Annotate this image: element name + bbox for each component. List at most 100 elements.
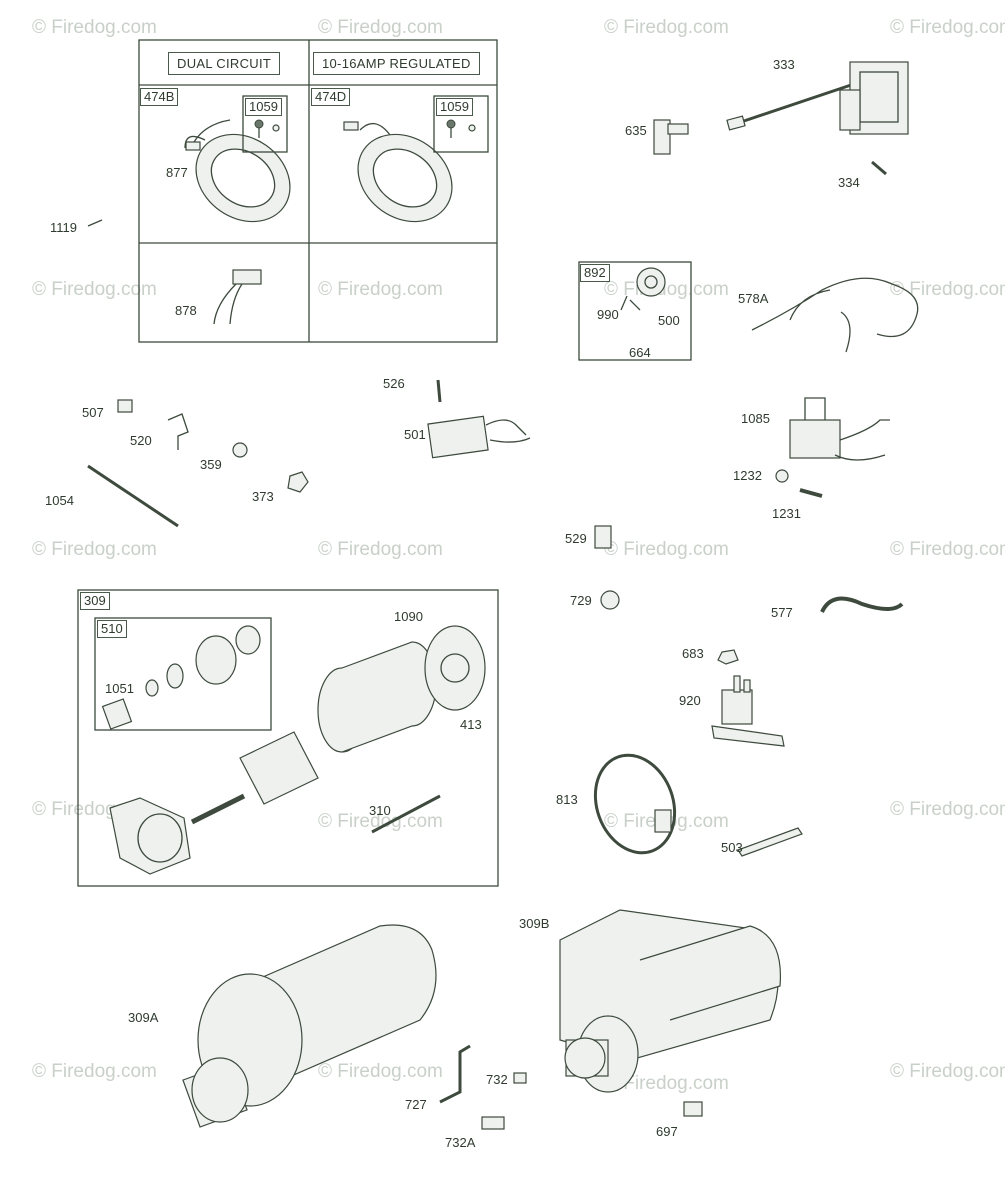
bolt-310-shape [371, 794, 441, 834]
part-label-1054: 1054 [45, 493, 74, 508]
screw-1059-box-a [242, 95, 288, 153]
part-label-920: 920 [679, 693, 701, 708]
housing-shape [317, 641, 437, 753]
part-label-333: 333 [773, 57, 795, 72]
washer-1232-shape [775, 469, 789, 483]
part-label-309a: 309A [128, 1010, 159, 1025]
harness-578a-shape [751, 277, 919, 353]
part-label-990: 990 [597, 307, 619, 322]
box-label-892: 892 [580, 264, 610, 283]
screw-1119-shape [87, 219, 103, 227]
box-label-510: 510 [97, 620, 127, 639]
stator-474d-shape [343, 121, 453, 223]
part-label-1232: 1232 [733, 468, 762, 483]
regulator-501-shape [427, 415, 531, 459]
part-label-1231: 1231 [772, 506, 801, 521]
part-label-520: 520 [130, 433, 152, 448]
box-label-474d: 474D [311, 88, 351, 107]
watermark-text: © Firedog.com [32, 539, 157, 560]
part-label-878: 878 [175, 303, 197, 318]
part-label-664: 664 [629, 345, 651, 360]
watermark-text: © Firedog.com [32, 279, 157, 300]
part-label-877: 877 [166, 165, 188, 180]
starter-309-frame [77, 589, 499, 887]
part-label-501: 501 [404, 427, 426, 442]
part-label-635: 635 [625, 123, 647, 138]
part-label-1051: 1051 [105, 681, 134, 696]
box-label-1059a: 1059 [245, 98, 282, 117]
screw-732a-shape [481, 1116, 505, 1130]
watermark-text: © Firedog.com [318, 17, 443, 38]
watermark-text: © Firedog.com [604, 17, 729, 38]
watermark-text: © Firedog.com [318, 539, 443, 560]
part-label-727: 727 [405, 1097, 427, 1112]
watermark-text: © Firedog.com [318, 1061, 443, 1082]
part-label-334: 334 [838, 175, 860, 190]
connector-878-shape [213, 269, 262, 325]
box-label-309: 309 [80, 592, 110, 611]
watermark-text: © Firedog.com [32, 17, 157, 38]
header-regulated: 10-16AMP REGULATED [313, 52, 480, 75]
part-label-526: 526 [383, 376, 405, 391]
watermark-text: © Firedog.com [604, 1073, 729, 1094]
watermark-text: © Firedog.com [890, 1061, 1005, 1082]
part-label-1119: 1119 [50, 220, 77, 235]
armature-shape [190, 731, 319, 825]
header-dual-circuit: DUAL CIRCUIT [168, 52, 281, 75]
grommet-529-shape [594, 525, 612, 549]
starter-309a-shape [182, 924, 437, 1128]
part-label-732a: 732A [445, 1135, 476, 1150]
part-label-310: 310 [369, 803, 391, 818]
watermark-text: © Firedog.com [890, 17, 1005, 38]
part-label-359: 359 [200, 457, 222, 472]
screw-1059-box-b [433, 95, 489, 153]
bracket-503-shape [737, 827, 803, 857]
watermark-text: © Firedog.com [318, 279, 443, 300]
clip-727-shape [439, 1044, 471, 1104]
part-label-683: 683 [682, 646, 704, 661]
watermark-text: © Firedog.com [890, 799, 1005, 820]
part-label-732: 732 [486, 1072, 508, 1087]
bracket-520-shape [167, 413, 189, 450]
part-label-373: 373 [252, 489, 274, 504]
alternator-frame [138, 39, 498, 343]
part-label-577: 577 [771, 605, 793, 620]
part-label-578a: 578A [738, 291, 769, 306]
bolt-526-shape [436, 379, 442, 403]
end-cap-1090-shape [424, 625, 486, 711]
watermark-text: © Firedog.com [318, 811, 443, 832]
part-label-500: 500 [658, 313, 680, 328]
washer-359-shape [232, 442, 248, 458]
part-label-503: 503 [721, 840, 743, 855]
key-switch-892-box [578, 261, 692, 361]
drive-510-shape [101, 625, 261, 730]
screw-334-shape [871, 160, 887, 176]
part-label-813: 813 [556, 792, 578, 807]
screw-732-shape [513, 1072, 527, 1084]
spark-plug-boot-635-shape [653, 119, 689, 155]
boot-lead-577-shape [820, 596, 904, 613]
starter-309b-shape [559, 909, 782, 1093]
solenoid-920-shape [711, 675, 785, 747]
band-813-shape [593, 753, 677, 855]
box-label-1059b: 1059 [436, 98, 473, 117]
module-1085-shape [789, 397, 890, 461]
clip-507-shape [117, 399, 133, 413]
watermark-text: © Firedog.com [32, 1061, 157, 1082]
part-label-697: 697 [656, 1124, 678, 1139]
ignition-coil-333-shape [726, 61, 909, 135]
part-label-729: 729 [570, 593, 592, 608]
part-label-413: 413 [460, 717, 482, 732]
box-label-474b: 474B [140, 88, 179, 107]
drive-end-shape [109, 797, 191, 875]
watermark-text: © Firedog.com [604, 279, 729, 300]
stator-474b-shape [184, 119, 291, 223]
part-label-1090: 1090 [394, 609, 423, 624]
screw-697-shape [683, 1101, 703, 1117]
clamp-729-shape [600, 590, 620, 610]
watermark-text: © Firedog.com [890, 279, 1005, 300]
nut-373-shape [287, 471, 309, 493]
watermark-text: © Firedog.com [604, 539, 729, 560]
part-label-507: 507 [82, 405, 104, 420]
